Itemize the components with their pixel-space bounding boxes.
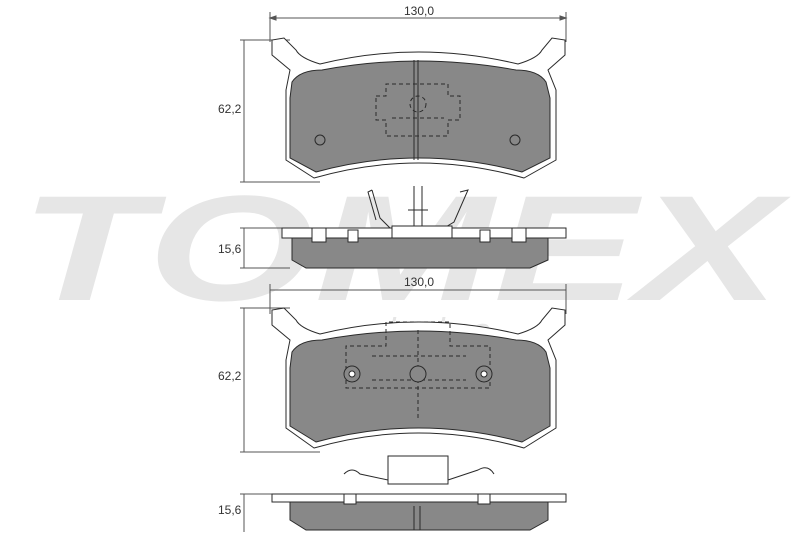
top-view xyxy=(240,12,568,183)
top-spring-clip xyxy=(367,186,469,229)
bottom-view xyxy=(240,284,567,453)
bottom-spring-clip xyxy=(343,455,495,485)
bottom-thickness-label: 15,6 xyxy=(218,503,242,517)
bottom-width-dimension xyxy=(269,284,567,314)
bottom-height-label: 62,2 xyxy=(218,369,242,383)
bottom-friction-pad xyxy=(289,330,551,443)
top-friction-pad xyxy=(289,60,551,173)
top-side-profile xyxy=(240,186,567,269)
bottom-width-label: 130,0 xyxy=(404,275,435,289)
top-height-label: 62,2 xyxy=(218,102,242,116)
top-width-dimension xyxy=(268,12,568,42)
top-width-label: 130,0 xyxy=(404,4,435,18)
bottom-side-profile xyxy=(240,455,567,532)
top-thickness-label: 15,6 xyxy=(218,242,242,256)
top-clip-outline xyxy=(375,83,461,137)
